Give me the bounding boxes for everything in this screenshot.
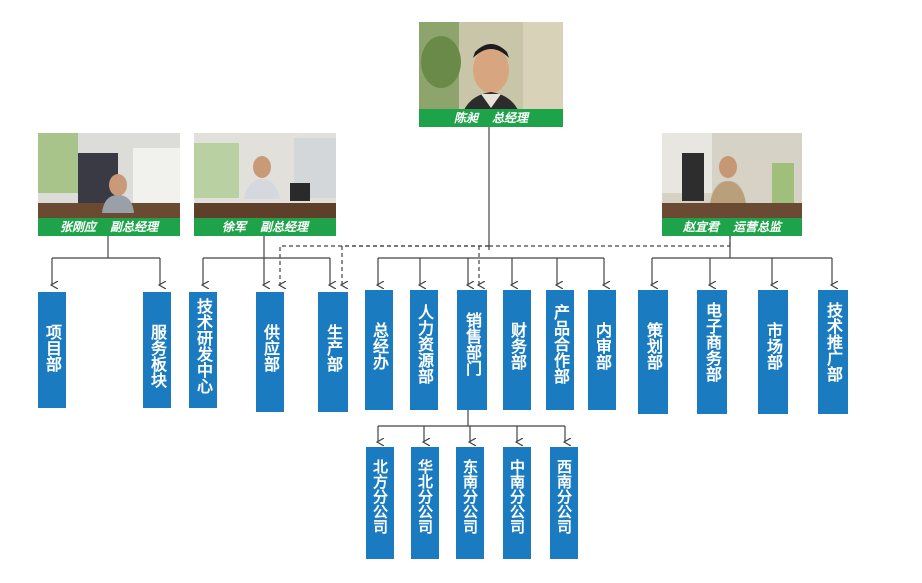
vp-zhang-title: 副总经理: [110, 220, 159, 234]
dept-audit: 内审部: [588, 290, 616, 410]
branch-north: 北方分公司: [366, 447, 394, 559]
dept-planning: 策划部: [638, 290, 668, 414]
dept-ecommerce-label: 电子商务部: [703, 302, 722, 382]
coo-zhao-title: 运营总监: [733, 220, 782, 234]
branch-north-label: 北方分公司: [371, 459, 389, 534]
dept-service-label: 服务板块: [148, 324, 167, 388]
dept-ecommerce: 电子商务部: [697, 290, 727, 414]
branch-central-south: 中南分公司: [503, 447, 531, 559]
vp-zhang-caption: 张刚应副总经理: [38, 218, 180, 236]
dept-tech-rd-label: 技术研发中心: [194, 298, 213, 394]
vp-xu-caption: 徐军副总经理: [194, 218, 336, 236]
coo-zhao-photo: 赵宜君运营总监: [662, 133, 802, 236]
dept-service: 服务板块: [143, 292, 171, 408]
dept-general-office-label: 总经办: [370, 322, 389, 370]
dept-tech-rd: 技术研发中心: [189, 292, 217, 408]
dept-tech-promotion: 技术推广部: [818, 290, 848, 414]
dept-project: 项目部: [38, 292, 66, 408]
ceo-photo: 陈昶总经理: [419, 22, 563, 127]
branch-southeast-label: 东南分公司: [461, 459, 479, 534]
dept-marketing: 市场部: [758, 290, 788, 414]
coo-zhao-name: 赵宜君: [682, 220, 719, 234]
dept-project-label: 项目部: [43, 324, 62, 372]
dept-hr-label: 人力资源部: [415, 304, 434, 384]
branch-north-china: 华北分公司: [411, 447, 439, 559]
dept-sales: 销售部门: [457, 290, 487, 410]
dept-production-label: 生产部: [324, 324, 343, 372]
dept-tech-promotion-label: 技术推广部: [824, 302, 843, 382]
ceo-caption: 陈昶总经理: [419, 109, 563, 127]
dept-planning-label: 策划部: [644, 322, 663, 370]
vp-zhang-name: 张刚应: [59, 220, 96, 234]
branch-central-south-label: 中南分公司: [508, 459, 526, 534]
dept-product-coop-label: 产品合作部: [551, 304, 570, 384]
dept-audit-label: 内审部: [593, 322, 612, 370]
branch-north-china-label: 华北分公司: [416, 459, 434, 534]
dept-production: 生产部: [318, 292, 348, 412]
dept-marketing-label: 市场部: [764, 322, 783, 370]
ceo-title: 总经理: [492, 111, 529, 125]
branch-southeast: 东南分公司: [456, 447, 484, 559]
vp-zhang-photo: 张刚应副总经理: [38, 133, 180, 236]
vp-xu-photo: 徐军副总经理: [194, 133, 336, 236]
coo-zhao-caption: 赵宜君运营总监: [662, 218, 802, 236]
dept-product-coop: 产品合作部: [546, 290, 574, 410]
dept-supply: 供应部: [256, 292, 284, 412]
ceo-name: 陈昶: [453, 111, 478, 125]
branch-southwest-label: 西南分公司: [555, 459, 573, 534]
dept-general-office: 总经办: [365, 290, 393, 410]
dept-supply-label: 供应部: [261, 324, 280, 372]
dept-sales-label: 销售部门: [463, 312, 482, 376]
vp-xu-name: 徐军: [221, 220, 246, 234]
branch-southwest: 西南分公司: [550, 447, 578, 559]
dept-finance: 财务部: [503, 290, 531, 410]
vp-xu-title: 副总经理: [260, 220, 309, 234]
dept-hr: 人力资源部: [410, 290, 438, 410]
dept-finance-label: 财务部: [508, 322, 527, 370]
